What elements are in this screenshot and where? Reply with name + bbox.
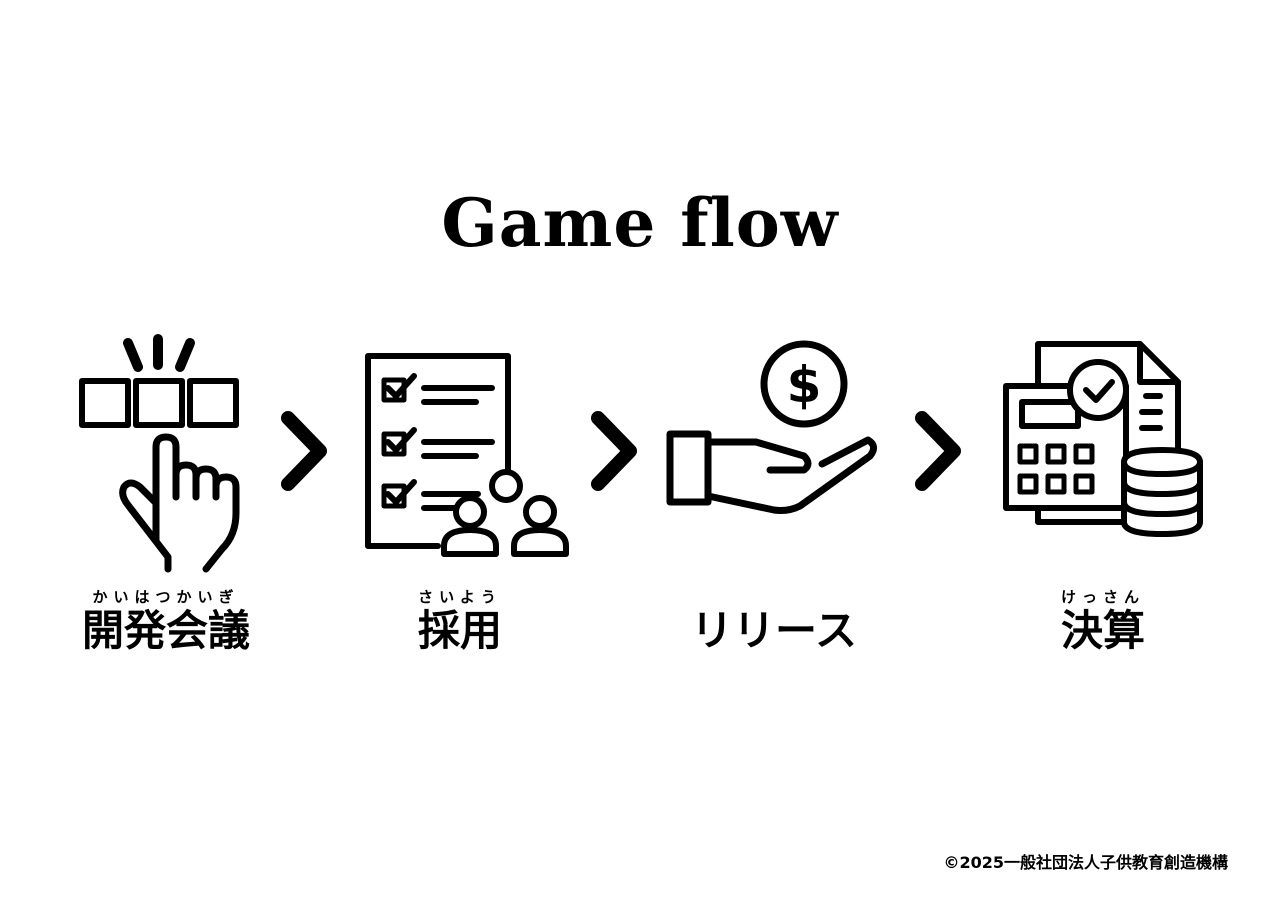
step-title: リリース bbox=[691, 606, 857, 655]
page-title: Game flow bbox=[441, 184, 839, 262]
chevron-right-icon bbox=[915, 411, 961, 491]
step-label-release: リリース bbox=[654, 588, 894, 656]
copyright-notice: ©2025一般社団法人子供教育創造機構 bbox=[943, 853, 1228, 872]
step-label-development-meeting: かいはつかいぎ 開発会議 bbox=[46, 588, 286, 656]
hand-coin-icon: $ bbox=[666, 340, 877, 514]
pointing-hand-choice-icon bbox=[79, 334, 240, 573]
chevron-right-icon bbox=[591, 411, 637, 491]
step-title: 決算 bbox=[1060, 606, 1145, 655]
step-ruby: さいよう bbox=[418, 588, 502, 606]
step-ruby: かいはつかいぎ bbox=[92, 588, 240, 606]
step-title: 採用 bbox=[417, 606, 502, 655]
checklist-team-icon bbox=[365, 353, 569, 557]
step-ruby: けっさん bbox=[1060, 588, 1145, 606]
svg-text:$: $ bbox=[787, 356, 822, 414]
calculator-report-coins-icon bbox=[1003, 341, 1203, 537]
step-label-hiring: さいよう 採用 bbox=[340, 588, 580, 656]
step-label-settlement: けっさん 決算 bbox=[983, 588, 1223, 656]
chevron-right-icon bbox=[281, 411, 327, 491]
step-ruby bbox=[654, 588, 894, 606]
step-title: 開発会議 bbox=[81, 606, 250, 655]
